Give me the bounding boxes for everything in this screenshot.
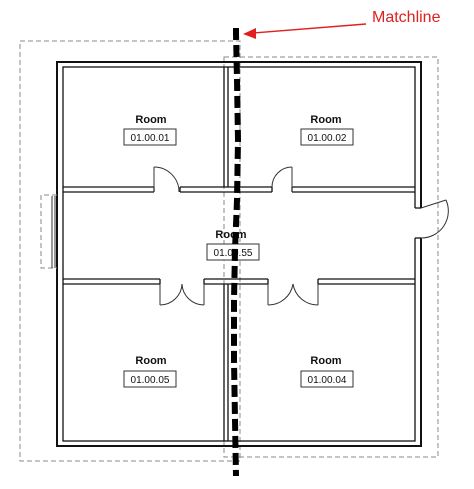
- room-name: Room: [135, 114, 166, 126]
- room-number: 01.00.05: [131, 375, 170, 386]
- room-tag-01-00-04: Room 01.00.04: [300, 355, 354, 388]
- west-window: [40, 194, 57, 269]
- double-door-room-01-00-05: [159, 283, 205, 306]
- room-tag-01-00-01: Room 01.00.01: [123, 114, 177, 146]
- double-door-room-01-00-04: [267, 283, 319, 306]
- matchline: [231, 28, 242, 477]
- door-room-01-00-02: [271, 166, 293, 192]
- matchline-annotation: Matchline: [243, 9, 441, 39]
- partition-wall-lower: [223, 284, 229, 441]
- room-number-box: [123, 370, 177, 388]
- partition-wall-upper: [223, 67, 229, 187]
- room-number: 01.00.02: [308, 133, 347, 144]
- room-number-box: [123, 128, 177, 146]
- corridor-wall-south: [63, 278, 415, 285]
- annotation-arrow-shaft: [252, 23, 367, 34]
- room-tag-01-00-05: Room 01.00.05: [123, 355, 177, 388]
- room-number: 01.00.04: [308, 375, 347, 386]
- room-name: Room: [135, 355, 166, 367]
- room-number: 01.00.01: [131, 133, 170, 144]
- room-name: Room: [310, 114, 341, 126]
- room-name: Room: [215, 229, 246, 241]
- room-number-box: [300, 370, 354, 388]
- door-east-exit: [414, 199, 449, 239]
- room-tag-01-00-02: Room 01.00.02: [300, 114, 354, 146]
- annotation-arrow-head: [243, 28, 256, 39]
- door-room-01-00-01: [153, 166, 180, 193]
- room-number-box: [300, 128, 354, 146]
- matchline-label: Matchline: [372, 9, 441, 26]
- room-name: Room: [310, 355, 341, 367]
